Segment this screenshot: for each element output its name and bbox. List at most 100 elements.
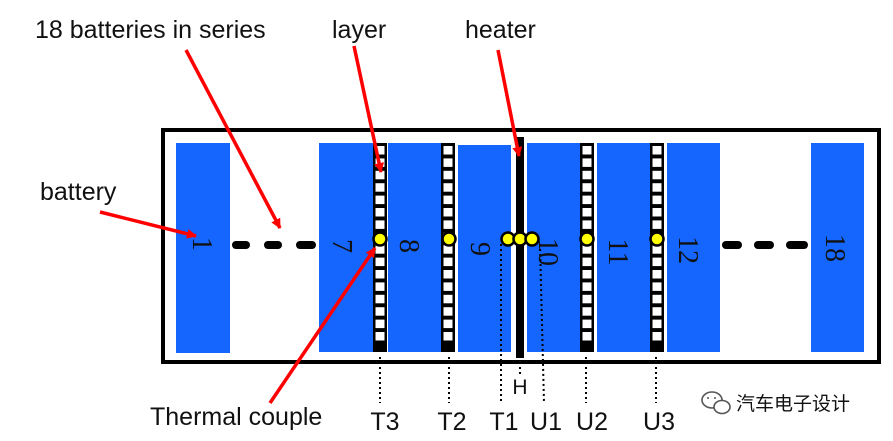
- layer-cell: [652, 332, 662, 341]
- cell-number-9: 9: [464, 242, 495, 256]
- layer-cell: [443, 183, 453, 192]
- sensor-u2: [579, 231, 595, 247]
- layer-cell: [652, 257, 662, 267]
- layer-cell: [652, 319, 662, 329]
- battery-1: [176, 143, 230, 353]
- sensor-u3: [649, 231, 665, 247]
- layer-cell: [652, 307, 662, 316]
- annotation-arrows: [99, 45, 523, 404]
- layer-cell: [443, 208, 453, 217]
- layer-cell: [375, 195, 385, 205]
- thermocouple-dots: [372, 231, 665, 247]
- layer-cell: [443, 294, 453, 304]
- layer-cell: [582, 332, 592, 341]
- probe-label-u2: U2: [576, 408, 608, 436]
- layer-cell: [582, 183, 592, 192]
- probe-label-u1: U1: [530, 408, 562, 436]
- label-series: 18 batteries in series: [35, 16, 266, 44]
- layer-cell: [443, 257, 453, 267]
- layer-cell: [375, 208, 385, 217]
- probe-label-h: H: [512, 376, 527, 399]
- battery-10: [527, 143, 581, 352]
- layer-cell: [443, 332, 453, 341]
- layer-cell: [652, 282, 662, 291]
- layer-cell: [375, 257, 385, 267]
- layer-cell: [652, 183, 662, 192]
- layer-cell: [375, 319, 385, 329]
- arrow-heater: [496, 49, 523, 157]
- cell-number-8: 8: [393, 239, 424, 253]
- arrow-battery: [99, 210, 197, 239]
- layer-cell: [582, 307, 592, 316]
- layer-cell: [582, 319, 592, 329]
- probe-label-t3: T3: [370, 408, 399, 436]
- layer-cell: [582, 294, 592, 304]
- probe-label-t1: T1: [489, 408, 518, 436]
- layer-cell: [582, 257, 592, 267]
- layer-cell: [582, 220, 592, 229]
- label-thermal-couple: Thermal couple: [150, 403, 322, 431]
- layer-cell: [375, 245, 385, 254]
- watermark: 汽车电子设计: [701, 391, 850, 415]
- layer-cell: [375, 146, 385, 155]
- layer-cell: [443, 245, 453, 254]
- layer-cell: [652, 245, 662, 254]
- layer-cell: [582, 245, 592, 254]
- probe-leader-lines: [379, 243, 657, 404]
- layer-cell: [582, 195, 592, 205]
- layer-cell: [582, 170, 592, 180]
- arrow-series: [184, 49, 282, 229]
- heater-plate: [516, 137, 524, 358]
- arrow-layer: [352, 45, 385, 173]
- cell-number-10: 10: [532, 238, 563, 266]
- layer-cell: [375, 282, 385, 291]
- battery-11: [597, 143, 650, 352]
- layer-cell: [652, 170, 662, 180]
- watermark-text: 汽车电子设计: [736, 393, 850, 415]
- layer-cell: [652, 270, 662, 279]
- layer-cell: [443, 319, 453, 329]
- layer-cell: [375, 220, 385, 229]
- sensor-u1: [524, 231, 540, 247]
- sensor-t3: [372, 231, 388, 247]
- layer-cell: [375, 183, 385, 192]
- layer-cell: [652, 146, 662, 155]
- layer-cell: [582, 270, 592, 279]
- layer-cell: [443, 307, 453, 316]
- layer-cell: [375, 294, 385, 304]
- battery-12: [667, 143, 720, 352]
- cell-number-11: 11: [602, 239, 633, 266]
- layer-cell: [582, 158, 592, 167]
- layer-cell: [652, 294, 662, 304]
- layer-cell: [443, 195, 453, 205]
- sensor-t2: [441, 231, 457, 247]
- probe-label-t2: T2: [437, 408, 466, 436]
- layer-cell: [375, 170, 385, 180]
- layer-cell: [443, 146, 453, 155]
- layer-cell: [652, 208, 662, 217]
- cell-number-12: 12: [672, 236, 703, 264]
- layer-cell: [375, 270, 385, 279]
- label-battery: battery: [40, 178, 117, 206]
- layer-cell: [375, 307, 385, 316]
- battery-18: [811, 143, 864, 352]
- cell-number-1: 1: [186, 237, 217, 251]
- layer-strips: [373, 143, 664, 352]
- label-heater: heater: [465, 16, 536, 44]
- arrow-thermal: [268, 247, 377, 404]
- layer-cell: [652, 158, 662, 167]
- layer-cell: [652, 220, 662, 229]
- layer-cell: [582, 282, 592, 291]
- layer-cell: [652, 195, 662, 205]
- layer-cell: [582, 146, 592, 155]
- label-layer: layer: [332, 16, 386, 44]
- layer-cell: [443, 282, 453, 291]
- battery-9: [458, 145, 511, 352]
- layer-cell: [443, 220, 453, 229]
- probe-label-u3: U3: [643, 408, 675, 436]
- layer-cell: [582, 208, 592, 217]
- battery-8: [388, 143, 441, 352]
- layer-cell: [375, 332, 385, 341]
- cell-number-18: 18: [819, 234, 850, 262]
